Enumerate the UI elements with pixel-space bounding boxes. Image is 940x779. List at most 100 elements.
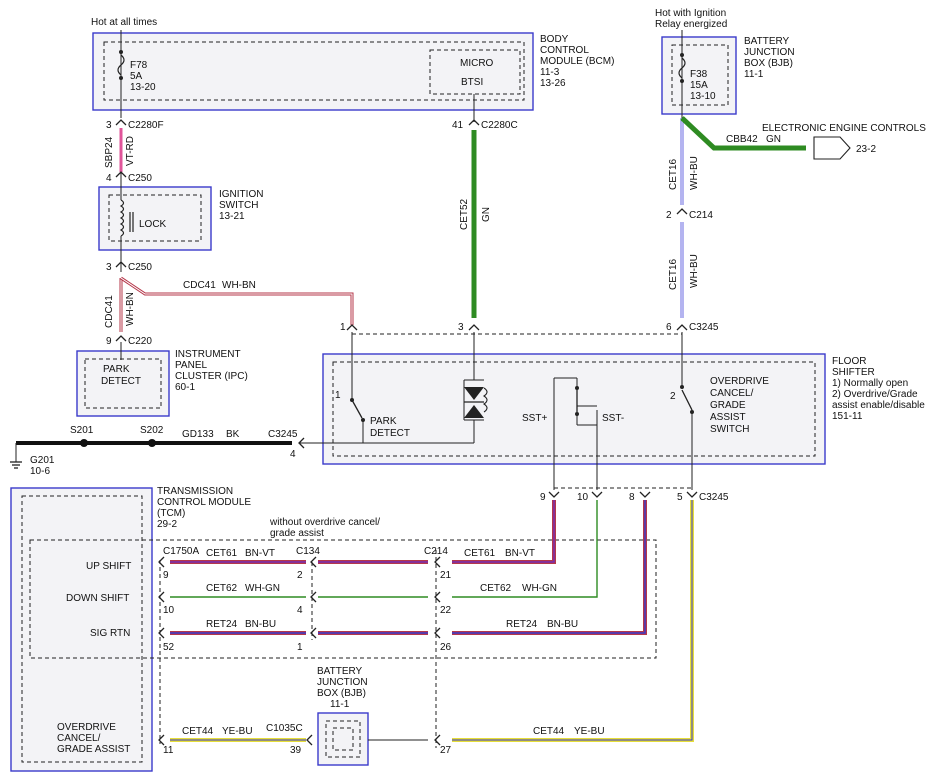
- conn-c2280f: C2280F: [128, 120, 164, 131]
- bcm-box: [92, 32, 534, 111]
- conn-c250-bottom-pin: 3: [106, 262, 112, 273]
- conn-c250-top-pin: 4: [106, 173, 112, 184]
- conn-c220-pin: 9: [106, 336, 112, 347]
- floor-shifter-note-2: 2) Overdrive/Grade: [832, 389, 918, 400]
- ground-s201: S201: [70, 425, 94, 436]
- floor-shifter-box: [322, 353, 826, 465]
- floor-shifter-ref: 151-11: [832, 411, 863, 422]
- ignition-name-2: SWITCH: [219, 200, 258, 211]
- without-overdrive-note-1: without overdrive cancel/: [269, 517, 380, 528]
- bcm-name-3: MODULE (BCM): [540, 56, 614, 67]
- floor-shifter-note-3: assist enable/disable: [832, 400, 925, 411]
- fs-pin-8: 8: [629, 492, 635, 503]
- ipc-label-1: PARK: [103, 364, 130, 375]
- conn-c214: C214: [689, 210, 713, 221]
- ground-color: BK: [226, 429, 240, 440]
- tcm-pin-9: 9: [163, 570, 169, 581]
- fs-conn-left: C3245: [268, 429, 298, 440]
- wire-cet44-label-1: CET44: [182, 726, 214, 737]
- splice-s202-icon: [148, 439, 156, 447]
- without-overdrive-note-2: grade assist: [270, 528, 324, 539]
- ipc-name-2: PANEL: [175, 360, 207, 371]
- ipc-name-1: INSTRUMENT: [175, 349, 241, 360]
- fs-pin-6: 6: [666, 322, 672, 333]
- ground-s202: S202: [140, 425, 164, 436]
- ground-g-ref: 10-6: [30, 466, 50, 477]
- eec-label: ELECTRONIC ENGINE CONTROLS: [762, 123, 926, 134]
- conn-c134-p2: 2: [297, 570, 303, 581]
- hot-ign-label-1: Hot with Ignition: [655, 8, 726, 19]
- od-switch-label-4: ASSIST: [710, 412, 746, 423]
- ipc-ref: 60-1: [175, 382, 195, 393]
- without-overdrive-region: [29, 539, 657, 659]
- conn-c214-pin: 2: [666, 210, 672, 221]
- park-detect-label-2: DETECT: [370, 428, 410, 439]
- wire-cet62-label-1: CET62: [206, 583, 238, 594]
- conn-c2280f-pin: 3: [106, 120, 112, 131]
- hot-at-all-times-label: Hot at all times: [91, 17, 157, 28]
- od-switch-label-5: SWITCH: [710, 424, 749, 435]
- bjb-bottom-name-3: BOX (BJB): [317, 688, 366, 699]
- fs-pin-9: 9: [540, 492, 546, 503]
- ipc-label-2: DETECT: [101, 376, 141, 387]
- conn-c1035c: C1035C: [266, 723, 303, 734]
- fuse-f38-amp: 15A: [690, 80, 708, 91]
- tcm-od-3: GRADE ASSIST: [57, 744, 130, 755]
- wire-cet61-color-2: BN-VT: [505, 548, 535, 559]
- ground-g201: G201: [30, 455, 55, 466]
- tcm-ref: 29-2: [157, 519, 177, 530]
- tcm-sig-rtn: SIG RTN: [90, 628, 130, 639]
- floor-shifter-note-1: 1) Normally open: [832, 378, 908, 389]
- floor-shifter-name-1: FLOOR: [832, 356, 866, 367]
- tcm-od-1: OVERDRIVE: [57, 722, 116, 733]
- note-num-1: 1: [335, 390, 341, 401]
- wire-cdc41-color: WH-BN: [222, 280, 256, 291]
- tcm-name-2: CONTROL MODULE: [157, 497, 251, 508]
- floor-shifter-name-2: SHIFTER: [832, 367, 875, 378]
- sst-minus-label: SST-: [602, 413, 624, 424]
- park-detect-label-1: PARK: [370, 416, 397, 427]
- conn-c220: C220: [128, 336, 152, 347]
- fuse-f78-icon: [117, 54, 125, 76]
- wire-cet62-color-2: WH-GN: [522, 583, 557, 594]
- fuse-f78-ref: 13-20: [130, 82, 156, 93]
- fs-conn-bottom: C3245: [699, 492, 729, 503]
- wire-cet44-label-2: CET44: [533, 726, 565, 737]
- splice-s201-icon: [80, 439, 88, 447]
- conn-c214b: C214: [424, 546, 448, 557]
- sst-plus-label: SST+: [522, 413, 547, 424]
- od-switch-label-3: GRADE: [710, 400, 746, 411]
- eec-connector-icon: [813, 136, 851, 160]
- wire-cet16-color-2: WH-BU: [689, 254, 700, 288]
- ground-circuit: GD133: [182, 429, 214, 440]
- tcm-pin-10: 10: [163, 605, 175, 616]
- fuse-f78-amp: 5A: [130, 71, 143, 82]
- bcm-name-2: CONTROL: [540, 45, 589, 56]
- wire-cet52-color: GN: [481, 207, 492, 222]
- fuse-f38-ref: 13-10: [690, 91, 716, 102]
- wire-ret24-color-2: BN-BU: [547, 619, 578, 630]
- fs-pin-3: 3: [458, 322, 464, 333]
- bjb-top-ref: 11-1: [744, 69, 764, 80]
- bcm-btsi-label: BTSI: [461, 77, 483, 88]
- fs-conn-top: C3245: [689, 322, 719, 333]
- tcm-name-1: TRANSMISSION: [157, 486, 233, 497]
- bjb-top-box: [661, 36, 737, 115]
- connector-marks: [115, 119, 698, 746]
- lock-coil-icon: [119, 199, 125, 237]
- eec-ref: 23-2: [856, 144, 876, 155]
- tcm-box: [10, 487, 153, 772]
- wire-cet62-color-1: WH-GN: [245, 583, 280, 594]
- tcm-od-2: CANCEL/: [57, 733, 101, 744]
- wire-cet16-label-2: CET16: [668, 258, 679, 290]
- conn-c134: C134: [296, 546, 320, 557]
- diode-icon: [464, 387, 484, 400]
- tcm-down-shift: DOWN SHIFT: [66, 593, 129, 604]
- conn-c134-p1: 1: [297, 642, 303, 653]
- wire-cet52-label: CET52: [459, 198, 470, 230]
- wire-cdc41-color-v: WH-BN: [125, 292, 136, 326]
- park-detect-switch-icon: [351, 399, 363, 419]
- ignition-name-1: IGNITION: [219, 189, 263, 200]
- ignition-switch-box: [98, 186, 212, 251]
- tcm-pin-11: 11: [163, 745, 174, 756]
